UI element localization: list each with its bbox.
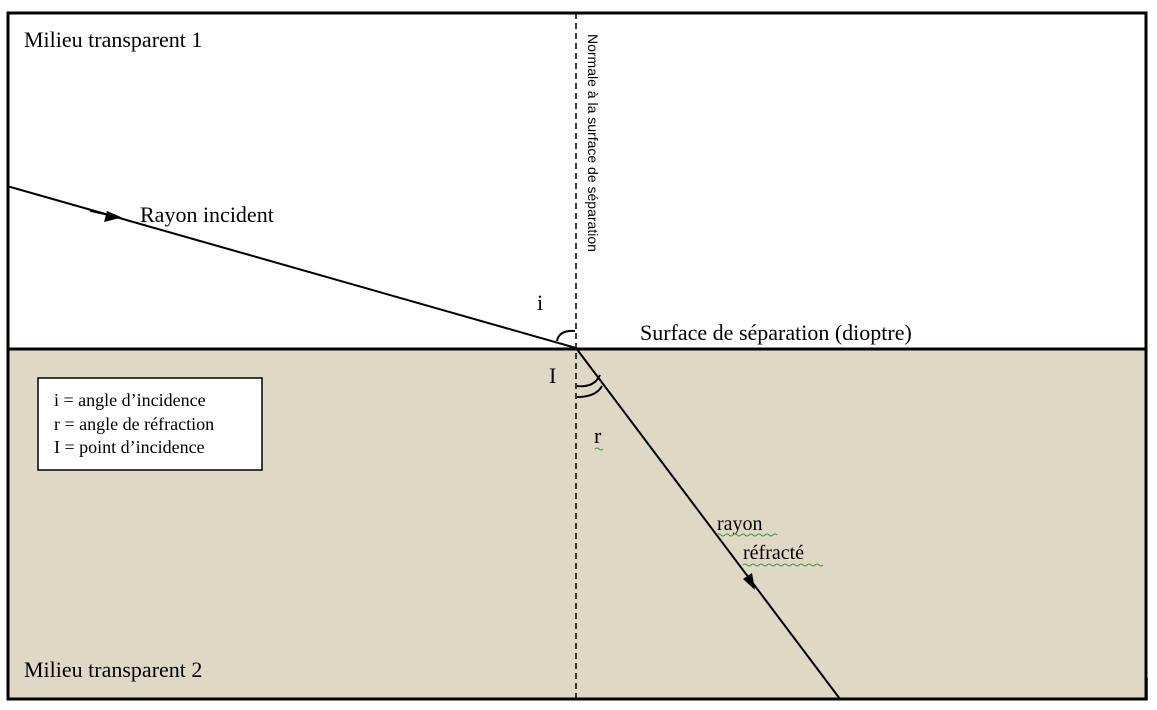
medium-2-label: Milieu transparent 2 (24, 657, 202, 682)
legend-box (37, 377, 263, 471)
medium-1-label: Milieu transparent 1 (24, 27, 202, 52)
angle-i-arc (556, 329, 576, 342)
refracted-ray-label-line1: rayon (717, 513, 763, 535)
spellcheck-underline-refracte (742, 563, 824, 567)
incident-ray-arrow (0, 174, 7, 188)
refracted-ray-label-line2: réfracté (743, 542, 804, 564)
point-I-symbol: I (549, 363, 556, 388)
normal-label: Normale à la surface de séparation (585, 34, 601, 252)
incident-ray (8, 185, 577, 349)
refracted-ray (575, 347, 841, 699)
surface-label: Surface de séparation (dioptre) (640, 320, 912, 345)
incident-arrow-tail (89, 210, 109, 216)
angle-i-symbol: i (537, 290, 543, 315)
refracted-arrow-head (743, 573, 755, 590)
diagram-frame (6, 11, 1148, 701)
legend-line-i: i = angle d’incidence (54, 390, 206, 410)
incident-ray-label: Rayon incident (140, 202, 274, 227)
spellcheck-underline-rayon (716, 533, 778, 537)
spellcheck-underline-r (594, 447, 604, 451)
angle-r-symbol: r (594, 423, 602, 448)
medium-1-region (8, 13, 1146, 349)
angle-r-arc-2 (576, 385, 603, 398)
legend-line-r: r = angle de réfraction (54, 414, 214, 434)
angle-r-arc-1 (576, 374, 601, 388)
incident-arrow-head (104, 211, 122, 222)
legend-line-I: I = point d’incidence (54, 437, 205, 457)
